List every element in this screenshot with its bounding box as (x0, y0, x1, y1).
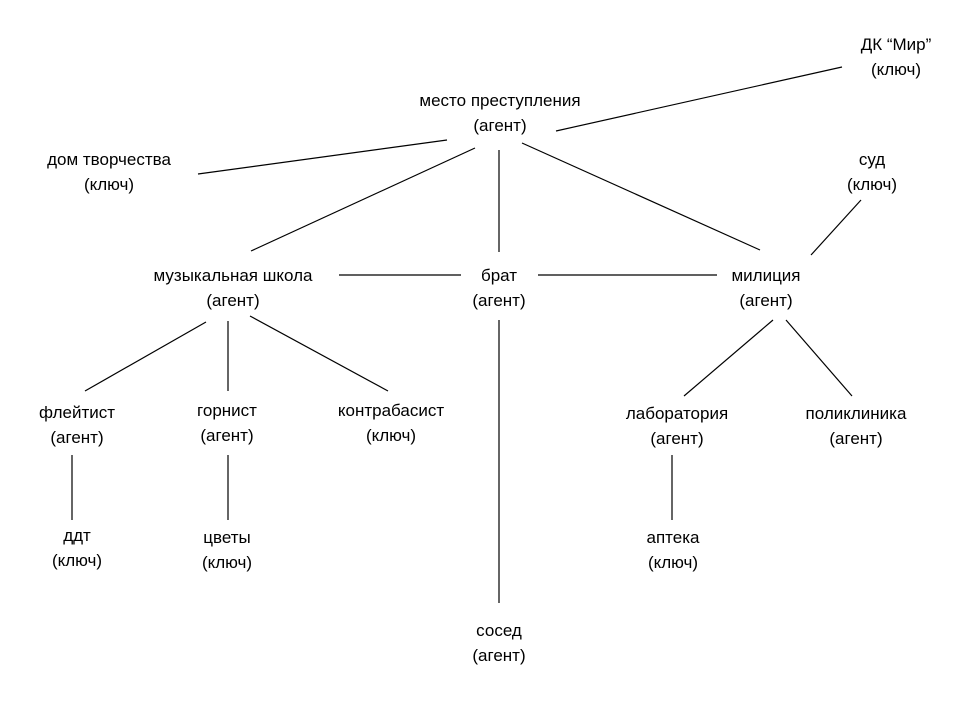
node-sosed-role: (агент) (472, 646, 526, 665)
node-militsiya-title: милиция (731, 266, 801, 285)
node-muzykalnaya-shkola-role: (агент) (206, 291, 260, 310)
connector-militsiya-laboratoriya (683, 319, 774, 397)
node-sosed-title: сосед (476, 621, 522, 640)
node-laboratoriya: лаборатория (агент) (567, 401, 787, 451)
node-dom-tvorchestva-role: (ключ) (83, 175, 135, 194)
connector-muz-shkola-fleitist (84, 321, 207, 392)
node-brat-role: (агент) (472, 291, 526, 310)
node-laboratoriya-title: лаборатория (625, 404, 729, 423)
node-poliklinika-title: поликлиника (805, 404, 907, 423)
node-apteka-title: аптека (646, 528, 700, 547)
node-gornist: горнист (агент) (117, 398, 337, 448)
node-laboratoriya-role: (агент) (650, 429, 704, 448)
node-mesto-prestupleniya-role: (агент) (473, 116, 527, 135)
node-gornist-title: горнист (197, 401, 257, 420)
connector-mesto-muz-shkola (250, 147, 476, 252)
node-dk-mir-title: ДК “Мир” (860, 35, 932, 54)
connector-mesto-militsiya (521, 142, 761, 251)
node-dk-mir: ДК “Мир” (ключ) (786, 32, 975, 82)
connector-militsiya-poliklinika (785, 319, 853, 397)
node-fleitist-title: флейтист (38, 403, 116, 422)
node-fleitist-role: (агент) (50, 428, 104, 447)
node-militsiya: милиция (агент) (656, 263, 876, 313)
node-fleitist: флейтист (агент) (0, 400, 187, 450)
node-militsiya-role: (агент) (739, 291, 793, 310)
node-kontrabasist-role: (ключ) (365, 426, 417, 445)
node-sosed: сосед (агент) (389, 618, 609, 668)
node-apteka: аптека (ключ) (563, 525, 783, 575)
connector-mesto-dom-tvorchestva (197, 139, 448, 175)
node-kontrabasist-title: контрабасист (337, 401, 445, 420)
node-sud-role: (ключ) (846, 175, 898, 194)
node-tsvety: цветы (ключ) (117, 525, 337, 575)
node-dom-tvorchestva: дом творчества (ключ) (0, 147, 219, 197)
connector-mesto-dk-mir (555, 66, 843, 132)
node-sud-title: суд (858, 150, 886, 169)
node-poliklinika-role: (агент) (829, 429, 883, 448)
node-muzykalnaya-shkola: музыкальная школа (агент) (123, 263, 343, 313)
node-ddt: ддт (ключ) (0, 523, 187, 573)
node-ddt-role: (ключ) (51, 551, 103, 570)
connector-sud-militsiya (810, 199, 862, 256)
node-dom-tvorchestva-title: дом творчества (47, 150, 171, 169)
node-muzykalnaya-shkola-title: музыкальная школа (153, 266, 313, 285)
node-poliklinika: поликлиника (агент) (746, 401, 966, 451)
node-dk-mir-role: (ключ) (870, 60, 922, 79)
node-tsvety-role: (ключ) (201, 553, 253, 572)
node-tsvety-title: цветы (203, 528, 251, 547)
node-apteka-role: (ключ) (647, 553, 699, 572)
connector-muz-shkola-kontrabasist (249, 315, 389, 392)
node-mesto-prestupleniya: место преступления (агент) (390, 88, 610, 138)
node-gornist-role: (агент) (200, 426, 254, 445)
node-brat: брат (агент) (389, 263, 609, 313)
node-brat-title: брат (480, 266, 518, 285)
node-sud: суд (ключ) (762, 147, 975, 197)
node-ddt-title: ддт (63, 526, 91, 545)
node-kontrabasist: контрабасист (ключ) (281, 398, 501, 448)
node-mesto-prestupleniya-title: место преступления (419, 91, 581, 110)
